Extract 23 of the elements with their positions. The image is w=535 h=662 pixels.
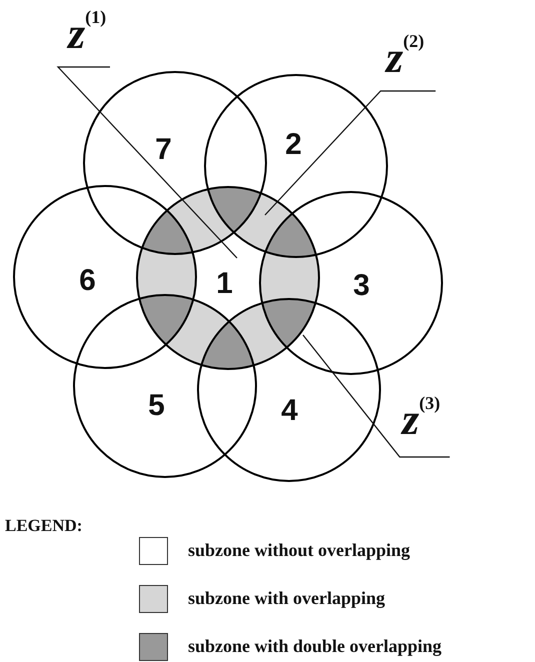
zone-number: 7 — [155, 134, 172, 164]
zone-number: 4 — [281, 396, 298, 426]
zone-circle — [204, 74, 388, 258]
subzone-label: z$^{(1)}$ — [68, 12, 106, 56]
zone-number: 5 — [148, 390, 165, 420]
legend-label: subzone without overlapping — [188, 540, 410, 561]
legend-heading: LEGEND: — [5, 516, 82, 536]
leader-line — [302, 334, 450, 458]
leader-line — [56, 66, 238, 258]
subzone-label: z$^{(3)}$ — [402, 398, 440, 442]
subzone-label: z$^{(2)}$ — [386, 36, 424, 80]
zone-number: 2 — [285, 130, 302, 160]
zone-circle — [259, 191, 443, 375]
zone-number: 1 — [216, 268, 233, 298]
leader-line — [264, 90, 436, 216]
zone-number: 6 — [79, 266, 96, 296]
zone-circle — [73, 294, 257, 478]
zone-circle — [13, 185, 197, 369]
zone-circle — [197, 298, 381, 482]
legend-label: subzone with double overlapping — [188, 636, 442, 657]
zone-circle — [83, 71, 267, 255]
zone-number: 3 — [353, 270, 370, 300]
legend-label: subzone with overlapping — [188, 588, 386, 609]
